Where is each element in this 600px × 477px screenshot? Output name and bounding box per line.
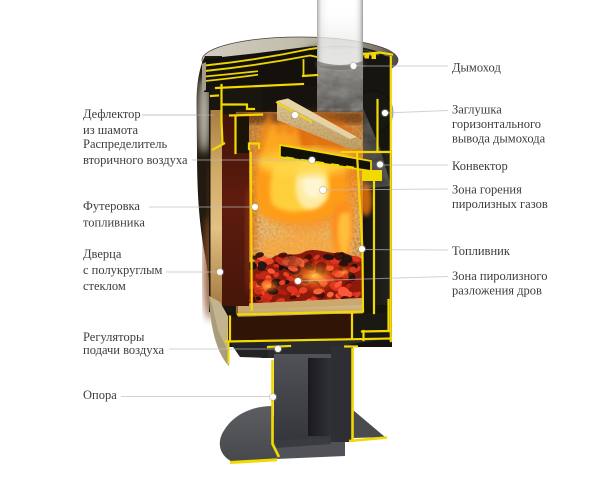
svg-text:разложения дров: разложения дров (452, 284, 542, 298)
svg-text:Распределитель: Распределитель (83, 137, 167, 151)
svg-text:вывода дымохода: вывода дымохода (452, 132, 546, 146)
svg-text:подачи воздуха: подачи воздуха (83, 343, 165, 357)
svg-text:Опора: Опора (83, 388, 117, 402)
svg-text:пиролизных газов: пиролизных газов (452, 197, 548, 211)
svg-text:стеклом: стеклом (83, 279, 126, 293)
svg-text:Регуляторы: Регуляторы (83, 330, 145, 344)
svg-text:Заглушка: Заглушка (452, 103, 502, 117)
svg-text:топливника: топливника (83, 216, 145, 230)
svg-text:из шамота: из шамота (83, 123, 139, 137)
svg-text:Зона горения: Зона горения (452, 183, 522, 197)
svg-text:Дефлектор: Дефлектор (83, 107, 141, 121)
svg-text:Дверца: Дверца (83, 247, 122, 261)
svg-text:Дымоход: Дымоход (452, 61, 501, 75)
svg-text:Футеровка: Футеровка (83, 199, 140, 213)
svg-text:Конвектор: Конвектор (452, 159, 508, 173)
svg-text:Топливник: Топливник (452, 244, 511, 258)
svg-text:вторичного воздуха: вторичного воздуха (83, 153, 188, 167)
svg-text:горизонтального: горизонтального (452, 117, 541, 131)
svg-text:Зона пиролизного: Зона пиролизного (452, 269, 547, 283)
svg-text:с полукруглым: с полукруглым (83, 263, 162, 277)
